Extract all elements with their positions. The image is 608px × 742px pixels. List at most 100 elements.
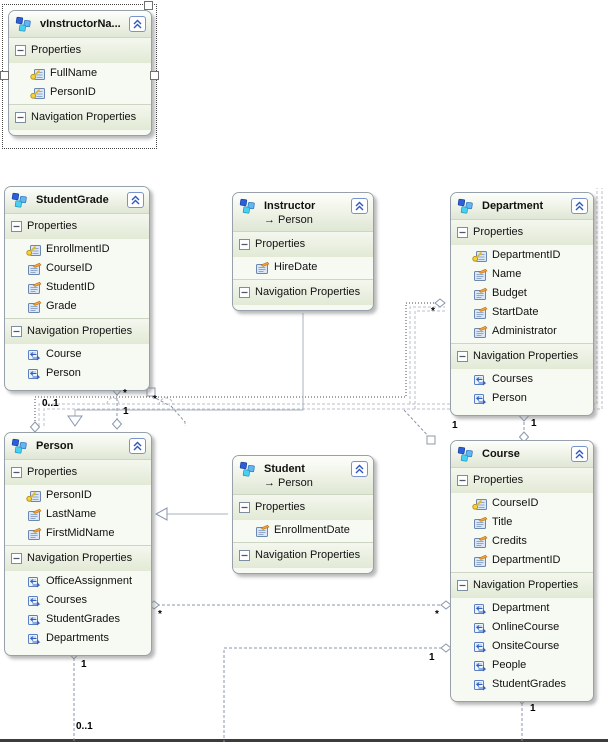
property-row[interactable]: EnrollmentID <box>5 240 149 259</box>
collapse-minus-icon[interactable] <box>457 227 468 238</box>
connector-band-into-department-2[interactable] <box>414 310 445 409</box>
entity-type-icon <box>457 198 473 214</box>
property-row[interactable]: Title <box>451 513 593 532</box>
properties-section-header[interactable]: Properties <box>233 494 373 520</box>
collapse-minus-icon[interactable] <box>239 550 250 561</box>
collapse-button[interactable] <box>351 198 368 214</box>
property-row[interactable]: LastName <box>5 505 151 524</box>
navigation-property-row[interactable]: Courses <box>5 591 151 610</box>
navigation-section-header[interactable]: Navigation Properties <box>451 343 593 369</box>
property-row[interactable]: StudentID <box>5 278 149 297</box>
association-stub[interactable] <box>170 405 186 426</box>
navigation-property-row[interactable]: OnlineCourse <box>451 618 593 637</box>
properties-section-header[interactable]: Properties <box>9 37 151 63</box>
property-row[interactable]: PersonID <box>5 486 151 505</box>
property-row[interactable]: EnrollmentDate <box>233 521 373 540</box>
entity-header[interactable]: Instructor →Person <box>233 193 373 231</box>
property-row[interactable]: DepartmentID <box>451 551 593 570</box>
connector-handles[interactable] <box>146 387 436 445</box>
collapse-button[interactable] <box>127 192 144 208</box>
property-row[interactable]: CourseID <box>5 259 149 278</box>
selection-handle-top-right[interactable] <box>144 1 153 10</box>
collapse-minus-icon[interactable] <box>11 467 22 478</box>
property-row[interactable]: Name <box>451 265 593 284</box>
navigation-property-row[interactable]: Person <box>451 389 593 408</box>
connector-band-into-department-1[interactable] <box>409 306 445 404</box>
navigation-section-header[interactable]: Navigation Properties <box>233 542 373 568</box>
connector-band-2[interactable] <box>43 188 603 426</box>
properties-section-header[interactable]: Properties <box>451 467 593 493</box>
navigation-section-header[interactable]: Navigation Properties <box>451 572 593 598</box>
connector-band-1[interactable] <box>38 188 598 426</box>
collapse-minus-icon[interactable] <box>239 502 250 513</box>
selection-handle-right[interactable] <box>150 71 159 80</box>
navigation-property-row[interactable]: Departments <box>5 629 151 648</box>
multiplicity-label: * <box>123 388 127 399</box>
collapse-minus-icon[interactable] <box>457 351 468 362</box>
entity-header[interactable]: Course <box>451 441 593 467</box>
property-row[interactable]: Grade <box>5 297 149 316</box>
association-course-onlinecourse[interactable] <box>223 647 442 742</box>
property-row[interactable]: CourseID <box>451 494 593 513</box>
navigation-property-row[interactable]: StudentGrades <box>5 610 151 629</box>
scalar-property-icon <box>28 527 42 540</box>
navigation-property-row[interactable]: OfficeAssignment <box>5 572 151 591</box>
property-row[interactable]: DepartmentID <box>451 246 593 265</box>
selection-handle-left[interactable] <box>0 71 9 80</box>
entity-header[interactable]: Person <box>5 433 151 459</box>
navigation-property-row[interactable]: Course <box>5 345 149 364</box>
collapse-minus-icon[interactable] <box>239 239 250 250</box>
navigation-property-row[interactable]: Department <box>451 599 593 618</box>
property-row[interactable]: FirstMidName <box>5 524 151 543</box>
properties-section-header[interactable]: Properties <box>451 219 593 245</box>
collapse-button[interactable] <box>571 198 588 214</box>
association-person-department[interactable] <box>34 302 439 424</box>
navigation-property-row[interactable]: OnsiteCourse <box>451 637 593 656</box>
properties-section-header[interactable]: Properties <box>233 231 373 257</box>
navigation-section-header[interactable]: Navigation Properties <box>5 318 149 344</box>
collapse-minus-icon[interactable] <box>11 553 22 564</box>
collapse-minus-icon[interactable] <box>239 287 250 298</box>
entity-header[interactable]: Department <box>451 193 593 219</box>
inheritance-instructor-person[interactable] <box>74 313 304 416</box>
property-row[interactable]: PersonID <box>9 83 151 102</box>
navigation-property-row[interactable]: StudentGrades <box>451 675 593 694</box>
navigation-section-header[interactable]: Navigation Properties <box>5 545 151 571</box>
navigation-section-header[interactable]: Navigation Properties <box>233 279 373 305</box>
property-row[interactable]: Administrator <box>451 322 593 341</box>
collapse-button[interactable] <box>129 438 146 454</box>
collapse-button[interactable] <box>351 461 368 477</box>
collapse-minus-icon[interactable] <box>11 221 22 232</box>
association-studentgrade-course-end[interactable] <box>403 409 431 439</box>
entity-header[interactable]: StudentGrade <box>5 187 149 213</box>
properties-section-header[interactable]: Properties <box>5 213 149 239</box>
property-row[interactable]: Budget <box>451 284 593 303</box>
property-row[interactable]: StartDate <box>451 303 593 322</box>
collapse-minus-icon[interactable] <box>11 326 22 337</box>
property-row[interactable]: HireDate <box>233 258 373 277</box>
entity-box-instructor[interactable]: Instructor →Person Properties HireDate <box>232 192 374 311</box>
navigation-property-row[interactable]: People <box>451 656 593 675</box>
collapse-minus-icon[interactable] <box>457 580 468 591</box>
entity-header[interactable]: vInstructorNa... <box>9 11 151 37</box>
collapse-minus-icon[interactable] <box>457 475 468 486</box>
collapse-minus-icon[interactable] <box>15 45 26 56</box>
navigation-property-row[interactable]: Courses <box>451 370 593 389</box>
property-row[interactable]: Credits <box>451 532 593 551</box>
entity-header[interactable]: Student →Person <box>233 456 373 494</box>
collapse-button[interactable] <box>571 446 588 462</box>
entity-box-student[interactable]: Student →Person Properties EnrollmentDat… <box>232 455 374 574</box>
collapse-button[interactable] <box>129 16 146 32</box>
collapse-minus-icon[interactable] <box>15 112 26 123</box>
properties-section-header[interactable]: Properties <box>5 459 151 485</box>
navigation-property-row[interactable]: Person <box>5 364 149 383</box>
property-row[interactable]: FullName <box>9 64 151 83</box>
navigation-section-header[interactable]: Navigation Properties <box>9 104 151 130</box>
association-studentgrade-course-start[interactable] <box>151 395 171 407</box>
